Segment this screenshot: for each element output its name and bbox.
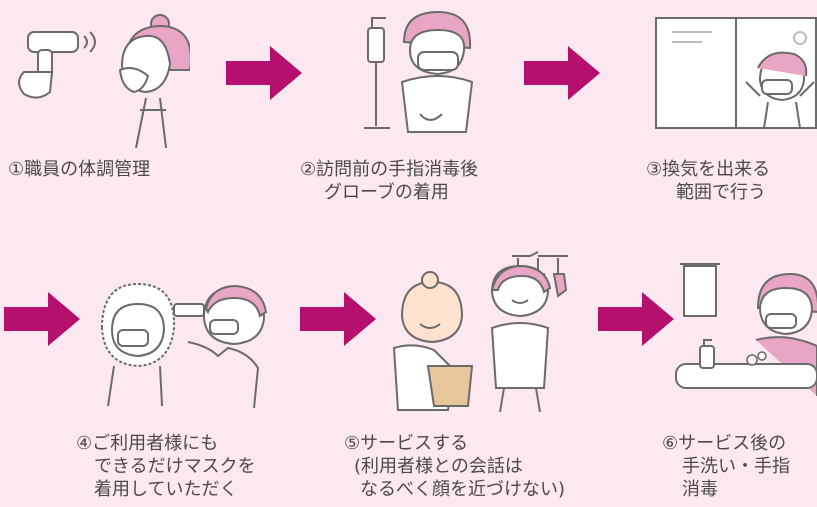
illustration-hand-washing <box>670 256 817 406</box>
step-4-line-2: できるだけマスクを <box>94 456 256 477</box>
illustration-hand-sanitizer-gloves <box>340 6 480 146</box>
step-3-line-1: ③換気を出来る <box>646 159 771 180</box>
arrow-right-5 <box>598 292 674 350</box>
arrow-right-2 <box>524 46 600 104</box>
illustration-service-laundry <box>388 246 588 416</box>
step-6-line-2: 手洗い・手指 <box>682 456 790 477</box>
step-5-line-3: なるべく顔を近づけない) <box>360 479 566 500</box>
step-3-caption: ③換気を出来る 範囲で行う <box>646 158 770 204</box>
illustration-temperature-check <box>10 10 190 150</box>
step-1-caption: ①職員の体調管理 <box>8 158 150 181</box>
step-4-caption: ④ご利用者様にも できるだけマスクを 着用していただく <box>76 432 256 501</box>
illustration-user-wearing-mask <box>96 268 276 408</box>
step-5-line-2: (利用者様との会話は <box>354 456 523 477</box>
step-6-caption: ⑥サービス後の 手洗い・手指 消毒 <box>662 432 790 501</box>
step-2-line-1: ②訪問前の手指消毒後 <box>300 159 479 180</box>
step-5-caption: ⑤サービスする (利用者様との会話は なるべく顔を近づけない) <box>344 432 565 501</box>
step-2-caption: ②訪問前の手指消毒後 グローブの着用 <box>300 158 478 204</box>
arrow-right-3 <box>4 292 80 350</box>
step-1-line-1: ①職員の体調管理 <box>8 159 151 180</box>
step-3-line-2: 範囲で行う <box>676 182 766 203</box>
step-2-line-2: グローブの着用 <box>324 182 449 203</box>
step-5-line-1: ⑤サービスする <box>344 433 469 454</box>
arrow-right-1 <box>226 46 302 104</box>
step-6-line-3: 消毒 <box>682 479 718 500</box>
step-4-line-3: 着用していただく <box>94 479 238 500</box>
illustration-ventilation-window <box>650 12 817 142</box>
step-4-line-1: ④ご利用者様にも <box>76 433 219 454</box>
arrow-right-4 <box>300 292 376 350</box>
step-6-line-1: ⑥サービス後の <box>662 433 787 454</box>
